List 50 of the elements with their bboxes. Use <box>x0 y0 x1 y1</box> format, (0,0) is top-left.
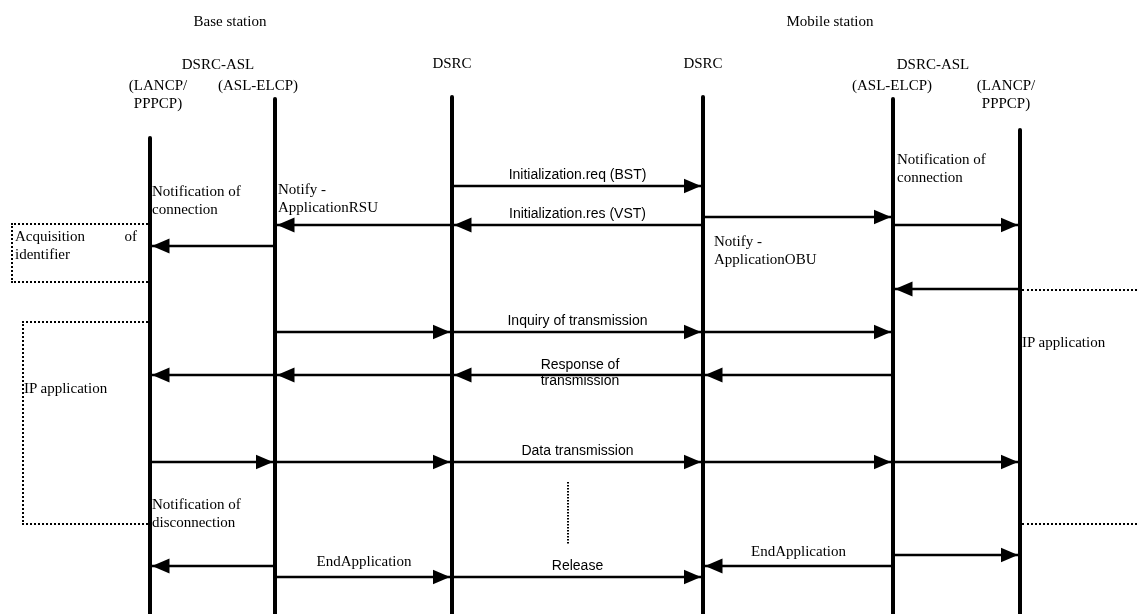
arrow <box>454 217 701 233</box>
arrow <box>454 367 701 383</box>
arrow <box>895 454 1018 470</box>
arrow <box>277 569 450 585</box>
arrow <box>705 367 891 383</box>
arrow <box>277 324 450 340</box>
edge-label: EndApplication <box>750 542 847 560</box>
layer-heading: DSRC-ASL <box>895 55 971 73</box>
arrow <box>895 547 1018 563</box>
bracket-box: IP application <box>22 321 148 525</box>
arrow <box>454 178 701 194</box>
arrow <box>454 324 701 340</box>
arrow <box>705 454 891 470</box>
arrow <box>705 209 891 225</box>
arrow <box>152 367 273 383</box>
bracket-box: IP application <box>1022 289 1137 525</box>
arrow <box>705 324 891 340</box>
edge-label: Notify -ApplicationOBU <box>714 232 818 268</box>
edge-label: Inquiry of transmission <box>506 312 649 328</box>
edge-label: Response of transmission <box>539 356 621 388</box>
arrow <box>277 367 450 383</box>
arrow <box>454 569 701 585</box>
arrow <box>277 454 450 470</box>
arrow <box>277 217 450 233</box>
lifeline-title: DSRC <box>431 54 473 72</box>
arrow <box>895 217 1018 233</box>
lifeline-title: DSRC <box>682 54 724 72</box>
lifeline-title: (LANCP/ PPPCP) <box>127 76 189 112</box>
arrow <box>895 281 1018 297</box>
edge-label: Notification of connection <box>897 150 987 186</box>
edge-label: Data transmission <box>520 442 635 458</box>
arrow <box>152 238 273 254</box>
layer-heading: DSRC-ASL <box>180 55 256 73</box>
edge-label: Initialization.req (BST) <box>507 166 648 182</box>
edge-label: Notification of disconnection <box>152 495 242 531</box>
arrow <box>705 558 891 574</box>
edge-label: Notification of connection <box>152 182 242 218</box>
note-box: Acquisition of identifier <box>11 223 148 283</box>
lifeline-title: (ASL-ELCP) <box>851 76 933 94</box>
edge-label: Release <box>550 557 605 573</box>
lifeline-title: (LANCP/ PPPCP) <box>975 76 1037 112</box>
lifeline-title: (ASL-ELCP) <box>217 76 299 94</box>
arrow <box>152 454 273 470</box>
arrow <box>454 454 701 470</box>
edge-label: Initialization.res (VST) <box>508 205 647 221</box>
edge-label: EndApplication <box>315 552 413 570</box>
arrow <box>152 558 273 574</box>
group-heading: Mobile station <box>785 12 875 30</box>
group-heading: Base station <box>192 12 268 30</box>
edge-label: Notify -ApplicationRSU <box>278 180 379 216</box>
